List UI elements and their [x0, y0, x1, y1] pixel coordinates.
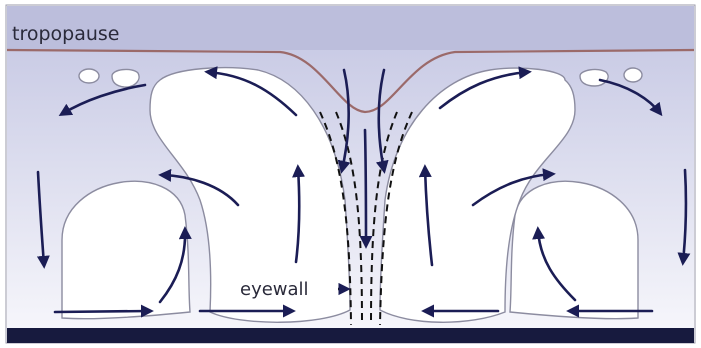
small-cloud-right-1: [580, 69, 608, 86]
inflow-arrow-left-1: [55, 311, 150, 312]
small-cloud-left-2: [112, 69, 139, 87]
eye-subsidence-arrow-center: [365, 130, 366, 245]
eyewall-label: eyewall: [240, 279, 309, 300]
ground-surface: [7, 328, 694, 343]
outer-cloud-left: [62, 181, 190, 318]
small-cloud-right-2: [624, 68, 642, 82]
small-cloud-left-1: [79, 69, 99, 83]
tropopause-label: tropopause: [12, 23, 120, 45]
